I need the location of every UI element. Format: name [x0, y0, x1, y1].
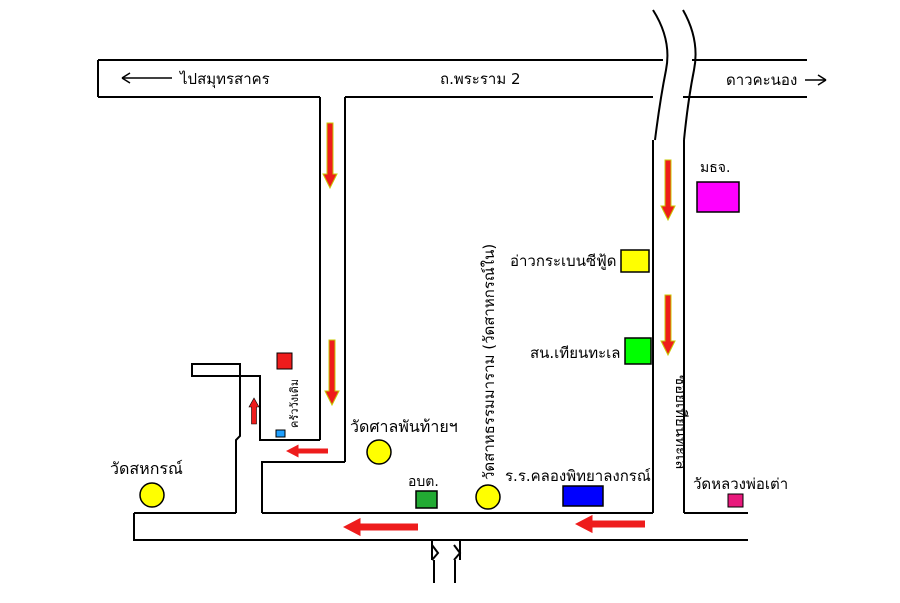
kitchen-small-marker: [275, 429, 286, 438]
arrow-bottom-road-left: [343, 517, 418, 537]
wat-sahakorn-label: วัดสหกรณ์: [110, 459, 183, 478]
wat-sala-label: วัดศาลพันท้ายฯ: [350, 417, 458, 436]
soi-right-label: ซอยเทียนทะเล: [672, 375, 690, 469]
school-label: ร.ร.คลองพิทยาลงกรณ์: [505, 467, 651, 485]
obt-label: อบต.: [408, 474, 439, 490]
arrow-bottom-road-right: [575, 514, 645, 534]
main-road-label: ถ.พระราม 2: [440, 70, 521, 88]
wat-sahakorn-marker: [139, 482, 165, 508]
arrow-kitchen-branch-left: [286, 444, 328, 458]
wat-samut-label: วัดสาหธรรมมาราม (วัดสาหกรณ์ใน): [480, 244, 498, 480]
arrow-kitchen-up: [248, 397, 260, 425]
seafood-marker: [620, 249, 650, 273]
left-soi: [319, 97, 346, 462]
kitchen-marker: [276, 352, 293, 370]
flyover-left: [652, 9, 669, 141]
flyover-right: [682, 9, 697, 141]
arrow-right-soi-top: [660, 159, 676, 222]
wat-luang-label: วัดหลวงพ่อเต่า: [693, 475, 788, 493]
kitchen-label: ครัววังเดิม: [288, 379, 301, 428]
wat-sala-marker: [366, 439, 392, 465]
school-marker: [562, 485, 604, 507]
arrow-left-soi-top: [322, 122, 338, 190]
kitchen-branch-lower: [261, 461, 345, 513]
kmutt-marker: [696, 181, 740, 213]
seafood-label: อ่าวกระเบนซีฟู้ด: [510, 252, 617, 270]
wat-luang-marker: [727, 493, 744, 508]
obt-marker: [415, 490, 438, 509]
arrow-right-soi-bottom: [660, 294, 676, 357]
right-direction-arrow: [805, 74, 827, 86]
to-left-label: ไปสมุทรสาคร: [179, 70, 270, 89]
bottom-road-stub: [431, 544, 462, 583]
wat-samut-marker: [475, 484, 501, 510]
main-road-bottom-edge: [97, 60, 807, 98]
bottom-road-bottom: [133, 513, 748, 560]
arrow-left-soi-bottom: [324, 339, 340, 407]
left-direction-arrow: [121, 72, 172, 84]
right-soi: [652, 140, 685, 513]
to-right-label: ดาวคะนอง: [726, 71, 797, 89]
kmutt-label: มธจ.: [700, 160, 730, 176]
police-label: สน.เทียนทะเล: [530, 344, 621, 362]
kitchen-branch: [191, 363, 320, 513]
police-marker: [624, 337, 652, 365]
